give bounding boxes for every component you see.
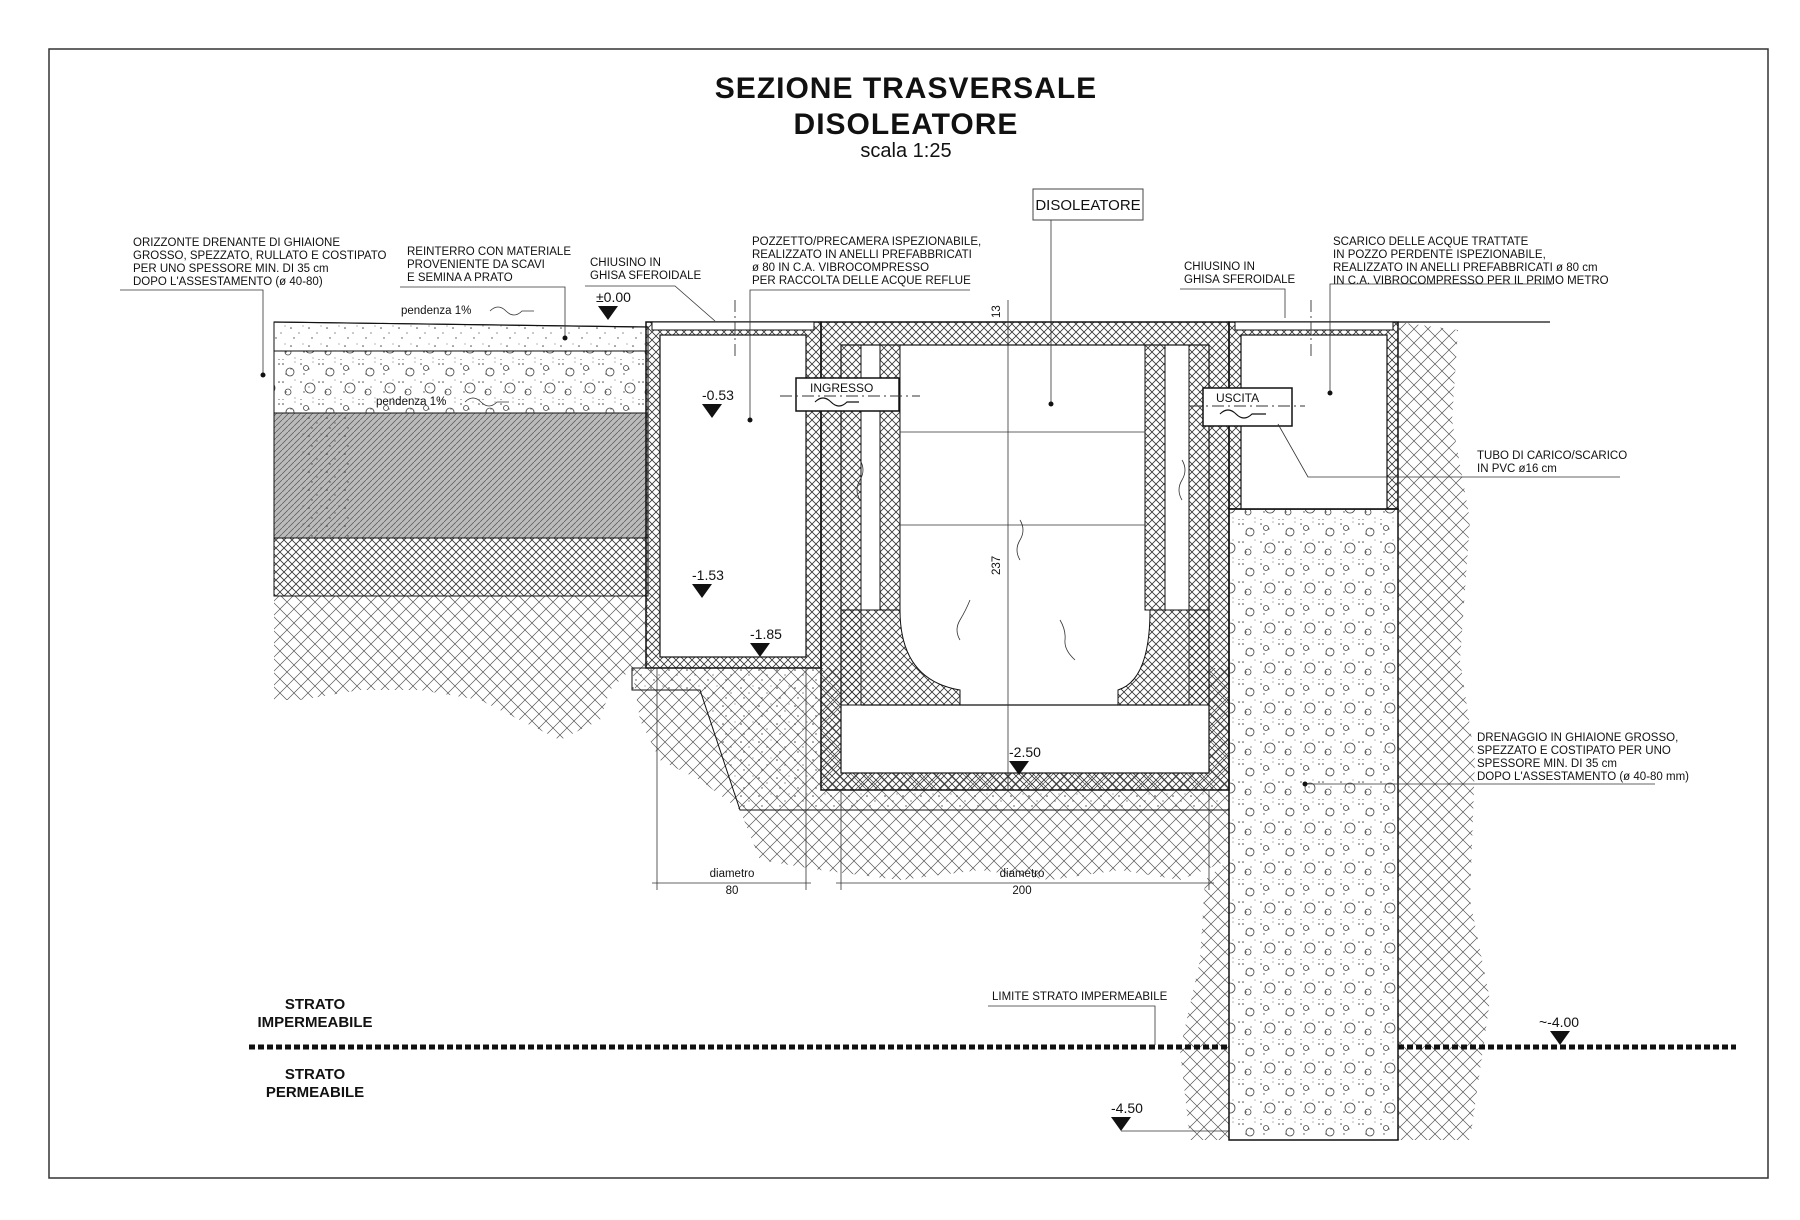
strata-permeable-label: PERMEABILE (266, 1084, 364, 1101)
strata-permeable-label: STRATO (285, 1066, 346, 1083)
svg-text:SPESSORE MIN. DI 35 cm: SPESSORE MIN. DI 35 cm (1477, 758, 1617, 770)
flow-arrow (1178, 459, 1186, 501)
svg-text:80: 80 (726, 885, 739, 897)
strata-impermeable-label: STRATO (285, 996, 346, 1013)
soil-right (1398, 322, 1490, 1140)
svg-text:PER UNO SPESSORE MIN. DI 35 cm: PER UNO SPESSORE MIN. DI 35 cm (133, 263, 329, 275)
flow-arrow (856, 459, 864, 501)
bottom-fillet-left (840, 609, 961, 706)
svg-text:diametro: diametro (1000, 868, 1045, 880)
svg-text:ORIZZONTE DRENANTE DI GHIAIONE: ORIZZONTE DRENANTE DI GHIAIONE (133, 237, 340, 249)
svg-text:DOPO L'ASSESTAMENTO (ø 40-80): DOPO L'ASSESTAMENTO (ø 40-80) (133, 276, 323, 288)
svg-text:IN C.A. VIBROCOMPRESSO PER IL: IN C.A. VIBROCOMPRESSO PER IL PRIMO METR… (1333, 275, 1609, 287)
inlet-label: INGRESSO (810, 381, 873, 395)
note-reinterro: REINTERRO CON MATERIALE PROVENIENTE DA S… (400, 246, 571, 341)
slab-thickness-dim: 13 (991, 305, 1003, 318)
svg-text:GHISA SFEROIDALE: GHISA SFEROIDALE (1184, 274, 1296, 286)
svg-text:200: 200 (1012, 885, 1031, 897)
pozzetto-chamber (659, 334, 807, 658)
dimension-diameter-80: diametro 80 (652, 668, 811, 897)
svg-text:ø 80 IN C.A. VIBROCOMPRESSO: ø 80 IN C.A. VIBROCOMPRESSO (752, 262, 929, 274)
svg-text:~-4.00: ~-4.00 (1539, 1014, 1579, 1030)
svg-text:IN POZZO PERDENTE ISPEZIONABIL: IN POZZO PERDENTE ISPEZIONABILE, (1333, 249, 1546, 261)
title-line2: DISOLEATORE (794, 108, 1019, 141)
svg-text:diametro: diametro (710, 868, 755, 880)
inlet-pipe: INGRESSO (780, 377, 920, 412)
soil-left (274, 596, 648, 740)
bottom-fillet-right (1117, 609, 1210, 706)
svg-text:DISOLEATORE: DISOLEATORE (1035, 197, 1140, 214)
strata-impermeable-label: IMPERMEABILE (257, 1014, 372, 1031)
outlet-label: USCITA (1216, 391, 1259, 405)
svg-text:LIMITE STRATO IMPERMEABILE: LIMITE STRATO IMPERMEABILE (992, 991, 1168, 1003)
svg-text:E SEMINA A PRATO: E SEMINA A PRATO (407, 272, 513, 284)
soil-right-lower (1180, 810, 1229, 1140)
svg-text:-4.50: -4.50 (1111, 1100, 1143, 1116)
svg-text:SPEZZATO E COSTIPATO PER UNO: SPEZZATO E COSTIPATO PER UNO (1477, 745, 1671, 757)
note-chiusino-right: CHIUSINO IN GHISA SFEROIDALE (1180, 261, 1296, 318)
svg-text:GROSSO, SPEZZATO, RULLATO E CO: GROSSO, SPEZZATO, RULLATO E COSTIPATO (133, 250, 387, 262)
title-line1: SEZIONE TRASVERSALE (715, 72, 1097, 105)
svg-text:GHISA SFEROIDALE: GHISA SFEROIDALE (590, 270, 702, 282)
svg-text:CHIUSINO IN: CHIUSINO IN (1184, 261, 1255, 273)
svg-text:REINTERRO CON MATERIALE: REINTERRO CON MATERIALE (407, 246, 571, 258)
elevation-markers: ±0.00 -0.53 -1.53 -1.85 -2.50 ~-4.00 -4.… (596, 289, 1579, 1132)
chiusino-right (1234, 321, 1394, 331)
chiusino-left (651, 321, 815, 331)
svg-text:-0.53: -0.53 (702, 387, 734, 403)
note-tubo: TUBO DI CARICO/SCARICO IN PVC ø16 cm (1277, 423, 1627, 478)
sheet-border (48, 48, 1769, 1179)
disoleatore-label-box: DISOLEATORE (1032, 188, 1144, 407)
outlet-pipe: USCITA (1190, 387, 1305, 427)
svg-text:DOPO L'ASSESTAMENTO (ø 40-80 m: DOPO L'ASSESTAMENTO (ø 40-80 mm) (1477, 771, 1689, 783)
slope-label: pendenza 1% (376, 396, 446, 408)
note-orizzonte: ORIZZONTE DRENANTE DI GHIAIONE GROSSO, S… (120, 237, 387, 378)
drain-dotted-strip (300, 413, 350, 538)
note-chiusino-left: CHIUSINO IN GHISA SFEROIDALE (585, 257, 716, 322)
note-pozzetto: POZZETTO/PRECAMERA ISPEZIONABILE, REALIZ… (747, 236, 981, 423)
flow-arrow (956, 599, 971, 641)
slope-label: pendenza 1% (401, 305, 471, 317)
note-limite: LIMITE STRATO IMPERMEABILE (988, 991, 1168, 1045)
svg-text:±0.00: ±0.00 (596, 289, 631, 305)
flow-arrow (1016, 519, 1024, 561)
svg-text:CHIUSINO IN: CHIUSINO IN (590, 257, 661, 269)
svg-text:SCARICO DELLE ACQUE TRATTATE: SCARICO DELLE ACQUE TRATTATE (1333, 236, 1529, 248)
svg-text:POZZETTO/PRECAMERA ISPEZIONABI: POZZETTO/PRECAMERA ISPEZIONABILE, (752, 236, 981, 248)
note-drenaggio: DRENAGGIO IN GHIAIONE GROSSO, SPEZZATO E… (1302, 732, 1689, 787)
base-layer (273, 537, 649, 597)
dimension-diameter-200: diametro 200 (836, 790, 1214, 897)
drainage-gravel-layer (273, 350, 649, 414)
svg-text:TUBO DI CARICO/SCARICO: TUBO DI CARICO/SCARICO (1477, 450, 1627, 462)
svg-text:-1.85: -1.85 (750, 626, 782, 642)
svg-text:DRENAGGIO IN GHIAIONE GROSSO,: DRENAGGIO IN GHIAIONE GROSSO, (1477, 732, 1678, 744)
scale-label: scala 1:25 (860, 140, 951, 162)
baffle-right (1144, 344, 1166, 611)
svg-text:-1.53: -1.53 (692, 567, 724, 583)
svg-text:-2.50: -2.50 (1009, 744, 1041, 760)
height-dim: 237 (991, 556, 1003, 575)
svg-text:REALIZZATO IN ANELLI PREFABBRI: REALIZZATO IN ANELLI PREFABBRICATI (752, 249, 972, 261)
note-scarico: SCARICO DELLE ACQUE TRATTATE IN POZZO PE… (1327, 236, 1609, 396)
ground-line-left (273, 321, 649, 328)
svg-text:PROVENIENTE DA SCAVI: PROVENIENTE DA SCAVI (407, 259, 545, 271)
drainage-gravel-column (1228, 508, 1399, 1141)
flow-arrow (1059, 619, 1076, 661)
svg-text:IN PVC ø16 cm: IN PVC ø16 cm (1477, 463, 1557, 475)
svg-text:PER RACCOLTA DELLE ACQUE REFLU: PER RACCOLTA DELLE ACQUE REFLUE (752, 275, 971, 287)
svg-text:REALIZZATO IN ANELLI PREFABBRI: REALIZZATO IN ANELLI PREFABBRICATI ø 80 … (1333, 262, 1598, 274)
